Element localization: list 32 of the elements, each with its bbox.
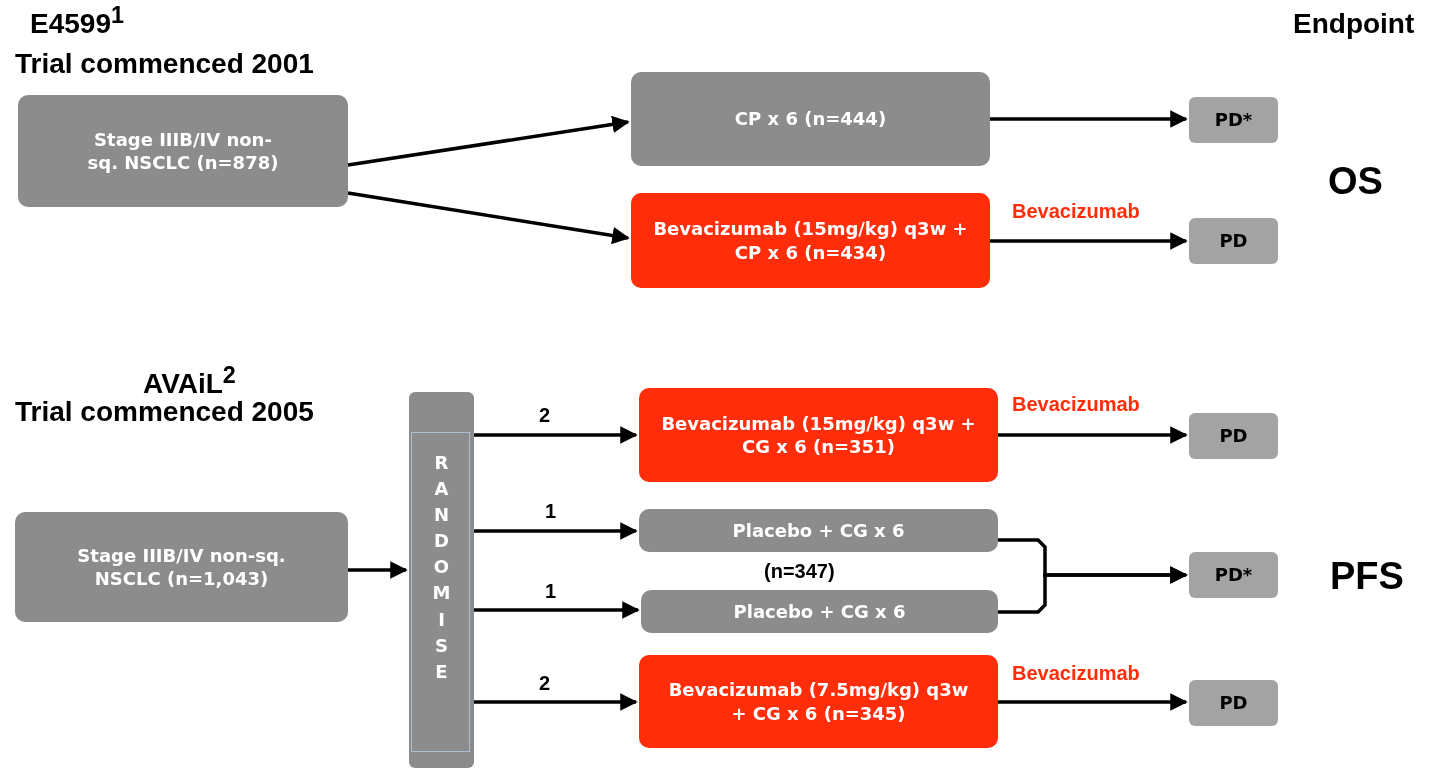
process-box: Stage IIIB/IV non-sq. NSCLC (n=1,043) <box>15 512 348 622</box>
arrow <box>998 426 1188 444</box>
arrow <box>990 110 1188 128</box>
process-box: Placebo + CG x 6 <box>639 509 998 552</box>
arrow <box>474 693 638 711</box>
count-label: (n=347) <box>764 560 835 583</box>
process-box: CP x 6 (n=444) <box>631 72 990 166</box>
arrow <box>474 522 638 540</box>
process-box: PD <box>1189 218 1278 264</box>
process-box: Bevacizumab (15mg/kg) q3w + CG x 6 (n=351) <box>639 388 998 482</box>
arrow <box>990 232 1188 250</box>
heading: Trial commenced 2001 <box>15 48 314 80</box>
arrow <box>998 693 1188 711</box>
process-box: PD <box>1189 413 1278 459</box>
process-box: PD* <box>1189 552 1278 598</box>
process-box: Placebo + CG x 6 <box>641 590 998 633</box>
process-box: PD* <box>1189 97 1278 143</box>
heading: E4599$^{1}$ <box>30 2 124 41</box>
process-box: Bevacizumab (7.5mg/kg) q3w + CG x 6 (n=345) <box>639 655 998 748</box>
arrow <box>474 601 640 619</box>
randomise-bar: RANDOMISE <box>409 392 474 768</box>
arrow <box>348 561 408 579</box>
endpoint-label: PFS <box>1330 555 1404 598</box>
arrow <box>474 426 638 444</box>
process-box: PD <box>1189 680 1278 726</box>
heading: Endpoint <box>1293 8 1415 40</box>
arrow <box>998 566 1188 614</box>
arrow <box>347 115 630 167</box>
process-box: Stage IIIB/IV non-sq. NSCLC (n=878) <box>18 95 348 207</box>
process-box: Bevacizumab (15mg/kg) q3w + CP x 6 (n=434) <box>631 193 990 288</box>
arrow <box>347 191 630 245</box>
endpoint-label: OS <box>1328 160 1383 203</box>
